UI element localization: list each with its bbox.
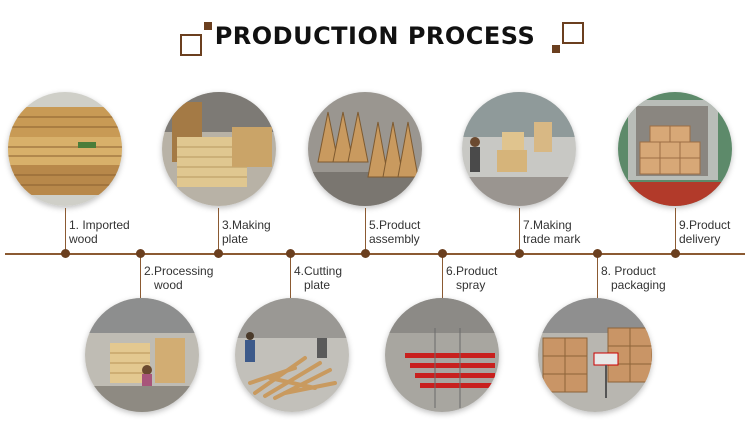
photo-product-assembly — [308, 92, 422, 206]
photo-product-delivery — [618, 92, 732, 206]
connector-step-6 — [442, 254, 443, 298]
connector-step-5 — [365, 208, 366, 254]
connector-step-1 — [65, 208, 66, 254]
connector-step-7 — [519, 208, 520, 254]
timeline-dot-6 — [438, 249, 447, 258]
timeline-dot-9 — [671, 249, 680, 258]
photo-imported-wood — [8, 92, 122, 206]
connector-step-8 — [597, 254, 598, 298]
photo-cutting-plate — [235, 298, 349, 412]
photo-product-packaging — [538, 298, 652, 412]
timeline-dot-1 — [61, 249, 70, 258]
connector-step-4 — [290, 254, 291, 298]
connector-step-9 — [675, 208, 676, 254]
process-timeline — [5, 253, 745, 255]
photo-making-plate — [162, 92, 276, 206]
timeline-dot-5 — [361, 249, 370, 258]
connector-step-2 — [140, 254, 141, 298]
timeline-dot-3 — [214, 249, 223, 258]
timeline-dot-7 — [515, 249, 524, 258]
timeline-dot-4 — [286, 249, 295, 258]
photo-product-spray — [385, 298, 499, 412]
title-decoration-right — [550, 20, 586, 56]
page-title: PRODUCTION PROCESS — [214, 22, 536, 50]
timeline-dot-2 — [136, 249, 145, 258]
title-decoration-left — [180, 20, 216, 56]
timeline-dot-8 — [593, 249, 602, 258]
connector-step-3 — [218, 208, 219, 254]
photo-processing-wood — [85, 298, 199, 412]
photo-making-trade-mark — [462, 92, 576, 206]
